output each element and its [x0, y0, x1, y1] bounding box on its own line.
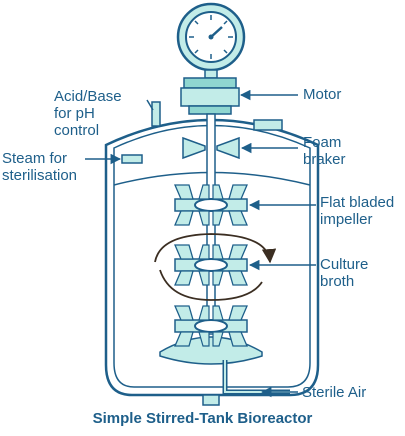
steam-port — [121, 154, 143, 164]
foam-breaker — [182, 136, 240, 160]
exhaust-port — [253, 119, 283, 131]
label-culture-broth: Culture broth — [320, 256, 369, 290]
flow-arrow-lower — [159, 269, 263, 301]
outlet-port — [202, 394, 220, 406]
diagram-caption: Simple Stirred-Tank Bioreactor — [92, 410, 313, 427]
label-impeller: Flat bladed impeller — [320, 194, 395, 228]
flow-arrow — [154, 233, 277, 264]
label-sterile-air: Sterile Air — [302, 384, 367, 401]
label-foam-breaker: Foam braker — [303, 134, 346, 168]
pressure-gauge-icon — [176, 2, 246, 79]
label-acid-base: Acid/Base for pH control — [54, 88, 122, 139]
acid-base-port — [151, 101, 161, 127]
label-steam: Steam for sterilisation — [2, 150, 78, 184]
label-motor: Motor — [303, 86, 342, 103]
motor-icon — [180, 77, 240, 115]
